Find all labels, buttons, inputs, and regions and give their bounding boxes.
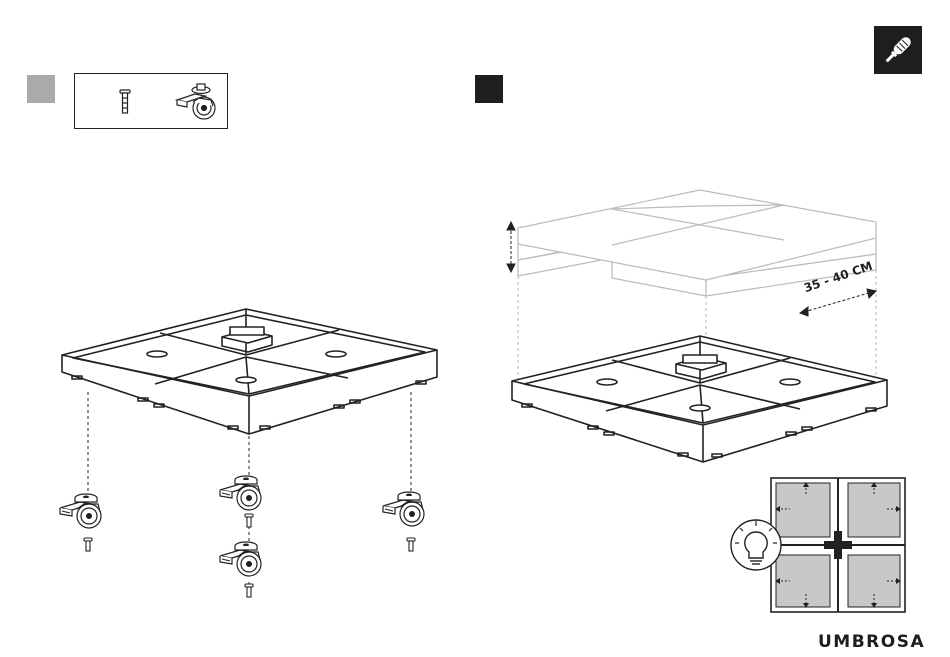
caster-wheel-icon bbox=[383, 492, 424, 526]
base-frame-right bbox=[512, 336, 887, 462]
screw-icon bbox=[84, 538, 92, 551]
lightbulb-icon bbox=[731, 520, 781, 570]
height-arrow bbox=[507, 222, 515, 272]
screw-icon bbox=[245, 584, 253, 597]
brand-logo: UMBROSA bbox=[818, 632, 925, 652]
caster-wheel-icon bbox=[220, 542, 261, 576]
base-frame-left bbox=[62, 309, 437, 434]
caster-wheel-icon bbox=[60, 494, 101, 528]
screw-icon bbox=[407, 538, 415, 551]
screw-icon bbox=[245, 514, 253, 527]
caster-wheel-icon bbox=[220, 476, 261, 510]
top-view-detail bbox=[771, 478, 905, 612]
